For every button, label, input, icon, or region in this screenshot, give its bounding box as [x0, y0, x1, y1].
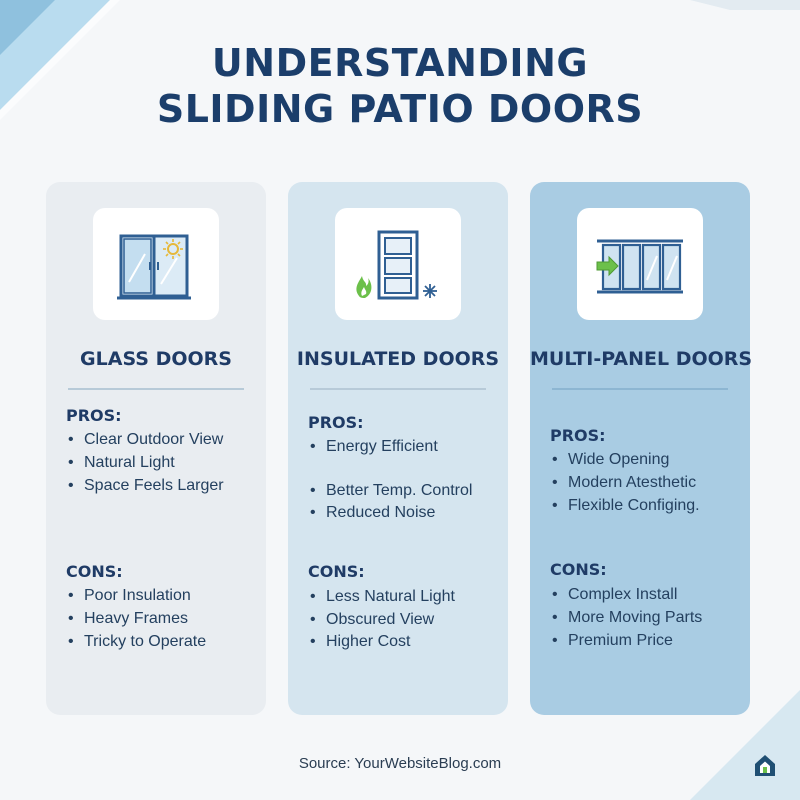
list-item: Flexible Configing.	[550, 494, 700, 517]
insulated-doors-cons-label: CONS:	[308, 562, 365, 581]
glass-doors-pros-label: PROS:	[66, 406, 122, 425]
insulated-doors-divider	[310, 388, 486, 390]
glass-doors-title: GLASS DOORS	[80, 348, 232, 370]
list-item: Less Natural Light	[308, 586, 455, 609]
list-item: Better Temp. Control	[308, 480, 472, 502]
list-item: Complex Install	[550, 583, 702, 606]
list-item: Natural Light	[66, 451, 224, 474]
multi-panel-doors-divider	[552, 388, 728, 390]
list-item: Higher Cost	[308, 631, 455, 654]
source-credit: Source: YourWebsiteBlog.com	[298, 755, 502, 772]
multi-panel-doors-cons-list: Complex Install More Moving Parts Premiu…	[550, 583, 702, 652]
list-item: Tricky to Operate	[66, 630, 206, 653]
list-item: Obscured View	[308, 609, 455, 632]
multi-panel-doors-title: MULTI-PANEL DOORS	[530, 348, 753, 370]
multi-panel-doors-card: MULTI-PANEL DOORS PROS: Wide Opening Mod…	[530, 182, 753, 715]
list-item: Space Feels Larger	[66, 474, 224, 497]
list-item: Clear Outdoor View	[66, 428, 224, 451]
multi-panel-doors-cons-label: CONS:	[550, 560, 607, 579]
list-item: Premium Price	[550, 629, 702, 652]
insulated-door-flame-snowflake-icon	[356, 230, 437, 300]
multi-panel-door-arrow-icon	[596, 239, 683, 294]
multi-panel-doors-pros-list: Wide Opening Modern Atesthetic Flexible …	[550, 448, 700, 517]
list-item: Wide Opening	[550, 448, 700, 471]
list-item: Energy Efficient	[308, 436, 472, 458]
insulated-doors-pros-list: Energy Efficient Better Temp. Control Re…	[308, 436, 472, 524]
sliding-glass-door-sun-icon	[117, 234, 191, 300]
glass-doors-cons-label: CONS:	[66, 562, 123, 581]
list-item: Reduced Noise	[308, 502, 472, 524]
insulated-doors-title: INSULATED DOORS	[296, 348, 500, 370]
multi-panel-doors-icon-box	[577, 208, 703, 320]
page-title-line-1: UNDERSTANDING	[211, 41, 589, 85]
glass-doors-icon-box	[93, 208, 219, 320]
page-title: UNDERSTANDING SLIDING PATIO DOORS	[0, 40, 800, 132]
insulated-doors-icon-box	[335, 208, 461, 320]
insulated-doors-pros-label: PROS:	[308, 413, 364, 432]
glass-doors-card: GLASS DOORS PROS: Clear Outdoor View Nat…	[46, 182, 266, 715]
house-logo-icon	[755, 755, 775, 776]
glass-doors-pros-list: Clear Outdoor View Natural Light Space F…	[66, 428, 224, 497]
multi-panel-doors-pros-label: PROS:	[550, 426, 606, 445]
list-item: Modern Atesthetic	[550, 471, 700, 494]
list-item: Heavy Frames	[66, 607, 206, 630]
page-title-line-2: SLIDING PATIO DOORS	[156, 87, 644, 131]
glass-doors-cons-list: Poor Insulation Heavy Frames Tricky to O…	[66, 584, 206, 653]
list-item: Poor Insulation	[66, 584, 206, 607]
insulated-doors-card: INSULATED DOORS PROS: Energy Efficient B…	[288, 182, 508, 715]
insulated-doors-cons-list: Less Natural Light Obscured View Higher …	[308, 586, 455, 654]
glass-doors-divider	[68, 388, 244, 390]
list-item: More Moving Parts	[550, 606, 702, 629]
